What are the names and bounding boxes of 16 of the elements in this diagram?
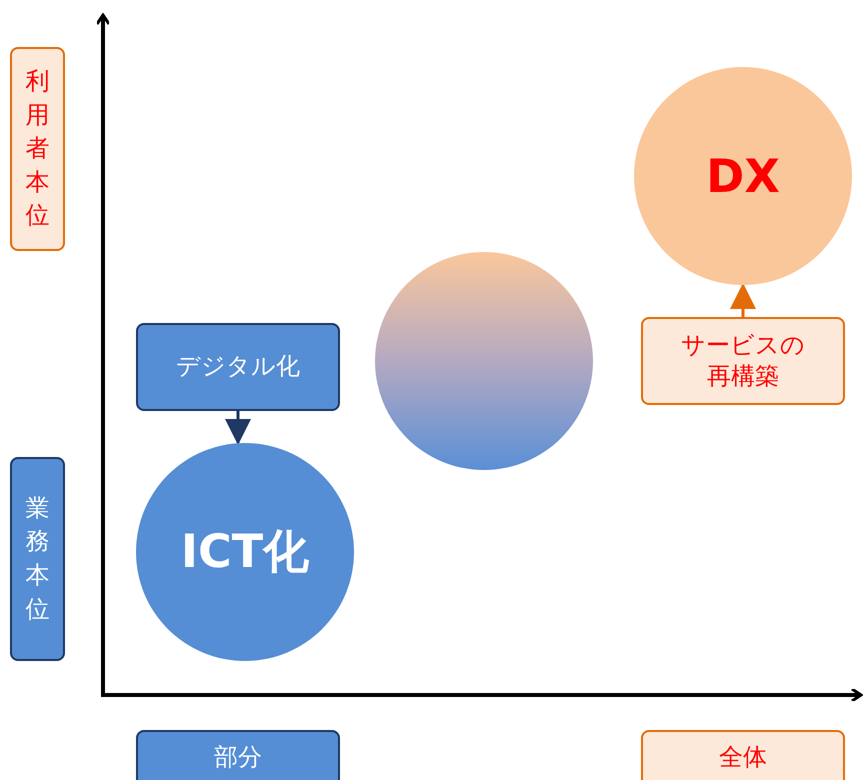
- callout-text: サービスの再構築: [680, 330, 806, 392]
- callout-text: 部分: [213, 742, 263, 773]
- callout-text: デジタル化: [175, 351, 301, 382]
- callout-text: 全体: [718, 742, 768, 773]
- circle-label: DX: [706, 149, 780, 203]
- axis-label-box: [641, 730, 845, 780]
- callout-box: [641, 317, 845, 405]
- axis-label: 業務本位: [26, 492, 50, 625]
- axis-label-box: [10, 457, 65, 661]
- axis-label: 利用者本位: [26, 66, 50, 232]
- callout-box: [136, 323, 340, 411]
- axis-label-box: [136, 730, 340, 780]
- callout-pointer: [730, 283, 756, 317]
- circle-label: ICT化: [180, 523, 310, 580]
- axis-label-box: [10, 47, 65, 251]
- callout-pointer: [225, 411, 251, 445]
